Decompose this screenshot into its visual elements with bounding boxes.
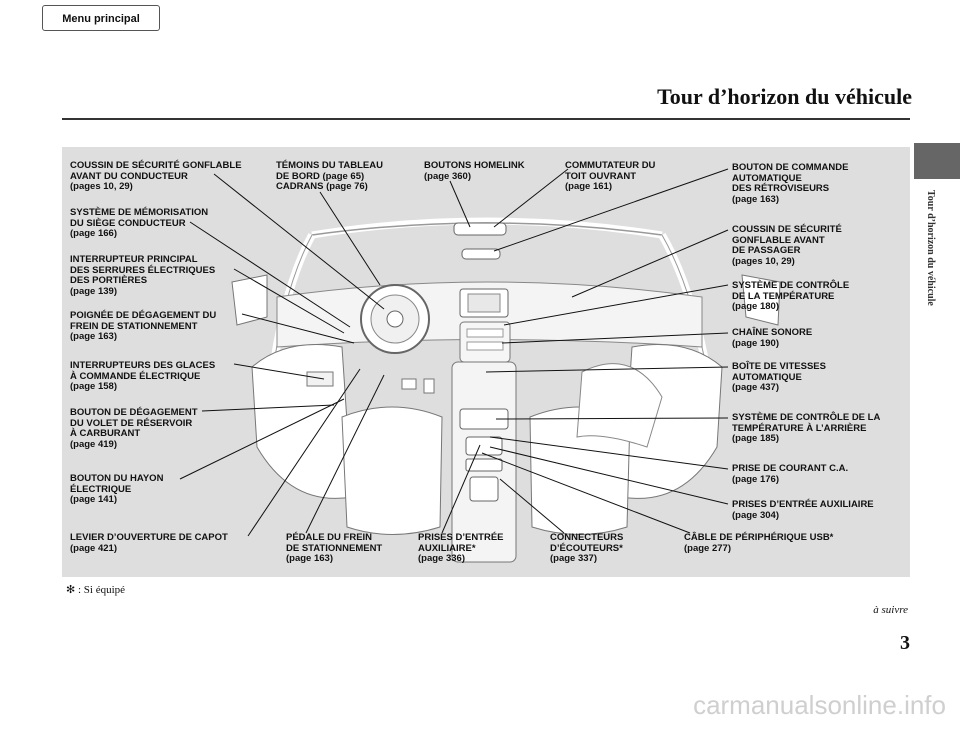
homelink-label[interactable]: BOUTONS HOMELINK(page 360): [424, 160, 525, 182]
continued-note: à suivre: [873, 604, 908, 616]
power-tailgate-label[interactable]: BOUTON DU HAYON ÉLECTRIQUE(page 141): [70, 473, 164, 505]
aux-input-jacks-label[interactable]: PRISES D’ENTRÉE AUXILIAIRE(page 304): [732, 499, 874, 521]
main-menu-button[interactable]: Menu principal: [42, 5, 160, 31]
watermark: carmanualsonline.info: [693, 690, 946, 720]
passenger-airbag-label[interactable]: COUSSIN DE SÉCURITÉ GONFLABLE AVANT DE P…: [732, 224, 842, 267]
section-tab[interactable]: [914, 143, 960, 179]
audio-system-label[interactable]: CHAÎNE SONORE(page 190): [732, 327, 813, 349]
usb-adapter-cable-label[interactable]: CÂBLE DE PÉRIPHÉRIQUE USB*(page 277): [684, 532, 834, 554]
parking-brake-release-label[interactable]: POIGNÉE DE DÉGAGEMENT DU FREIN DE STATIO…: [70, 310, 217, 342]
ac-power-outlet-label[interactable]: PRISE DE COURANT C.A.(page 176): [732, 463, 849, 485]
rear-aux-input-label[interactable]: PRISES D’ENTRÉE AUXILIAIRE*(page 336): [418, 532, 504, 564]
fuel-door-release-label[interactable]: BOUTON DE DÉGAGEMENT DU VOLET DE RÉSERVO…: [70, 407, 198, 450]
driver-airbag-label[interactable]: COUSSIN DE SÉCURITÉ GONFLABLE AVANT DU C…: [70, 160, 242, 192]
moonroof-switch-label[interactable]: COMMUTATEUR DU TOIT OUVRANT(page 161): [565, 160, 656, 192]
page-number: 3: [900, 632, 910, 654]
driver-seat-memory-label[interactable]: SYSTÈME DE MÉMORISATION DU SIÈGE CONDUCT…: [70, 207, 209, 239]
footnote: ✻ : Si équipé: [66, 584, 126, 596]
rear-climate-control-label[interactable]: SYSTÈME DE CONTRÔLE DE LA TEMPÉRATURE À …: [732, 412, 881, 444]
automatic-transmission-label[interactable]: BOÎTE DE VITESSES AUTOMATIQUE(page 437): [732, 361, 826, 393]
page-title: Tour d’horizon du véhicule: [657, 84, 912, 109]
section-side-label: Tour d’horizon du véhicule: [925, 190, 936, 306]
interior-diagram-panel: COUSSIN DE SÉCURITÉ GONFLABLE AVANT DU C…: [62, 147, 910, 577]
power-door-lock-label[interactable]: INTERRUPTEUR PRINCIPAL DES SERRURES ÉLEC…: [70, 254, 216, 297]
title-divider: [62, 118, 910, 120]
headphone-connectors-label[interactable]: CONNECTEURS D’ÉCOUTEURS*(page 337): [550, 532, 624, 564]
climate-control-label[interactable]: SYSTÈME DE CONTRÔLE DE LA TEMPÉRATURE(pa…: [732, 280, 850, 312]
gauges-indicators-label[interactable]: TÉMOINS DU TABLEAU DE BORD (page 65) CAD…: [276, 160, 383, 192]
auto-mirror-button-label[interactable]: BOUTON DE COMMANDE AUTOMATIQUE DES RÉTRO…: [732, 162, 849, 205]
parking-brake-pedal-label[interactable]: PÉDALE DU FREIN DE STATIONNEMENT(page 16…: [286, 532, 383, 564]
power-window-switches-label[interactable]: INTERRUPTEURS DES GLACES À COMMANDE ÉLEC…: [70, 360, 216, 392]
hood-release-label[interactable]: LEVIER D’OUVERTURE DE CAPOT(page 421): [70, 532, 228, 554]
